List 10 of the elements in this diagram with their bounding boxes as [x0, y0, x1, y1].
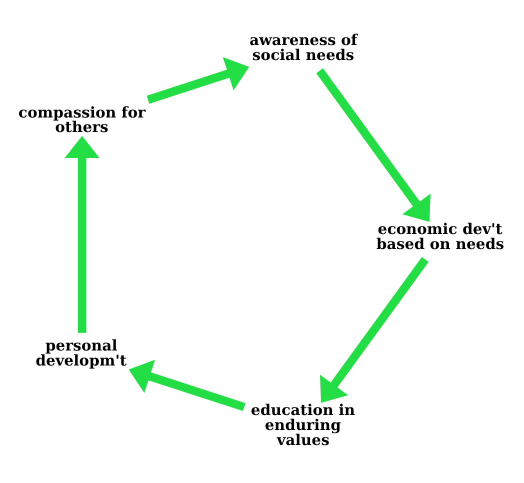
arrow — [320, 256, 429, 403]
node-text: personal developm't — [36, 336, 127, 370]
arrow — [64, 136, 100, 333]
node-text: education in enduring values — [250, 401, 356, 449]
arrow — [128, 360, 246, 412]
node-text: awareness of social needs — [250, 31, 358, 64]
arrow — [316, 68, 430, 222]
node-text: economic dev't based on needs — [376, 220, 504, 253]
arrow — [146, 57, 250, 104]
node-text: compassion for others — [18, 103, 146, 136]
